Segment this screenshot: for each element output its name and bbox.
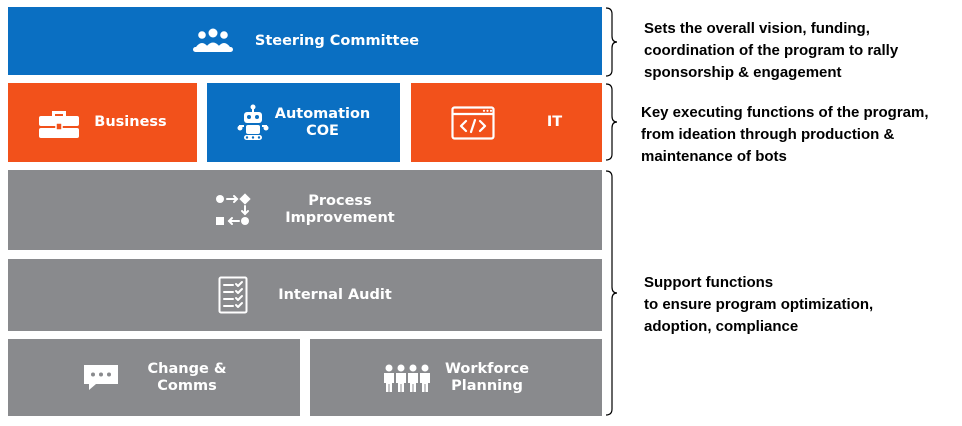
process-improvement-block: Process Improvement xyxy=(8,170,602,250)
workforce-label-line2: Planning xyxy=(451,377,523,394)
bracket-steering xyxy=(605,7,618,77)
steering-committee-label: Steering Committee xyxy=(254,32,420,49)
annotation-executing-line2: from ideation through production & xyxy=(641,126,895,143)
annotation-steering-line1: Sets the overall vision, funding, xyxy=(644,20,870,37)
annotation-support-line1: Support functions xyxy=(644,274,774,291)
briefcase-icon xyxy=(38,107,80,139)
change-label-line2: Comms xyxy=(157,377,217,394)
annotation-executing-line3: maintenance of bots xyxy=(641,148,787,165)
workforce-label-line1: Workforce xyxy=(444,360,530,377)
annotation-executing-line1: Key executing functions of the program, xyxy=(641,104,929,121)
process-label-line2: Improvement xyxy=(285,210,395,226)
annotation-steering: Sets the overall vision, funding, coordi… xyxy=(644,18,898,84)
robot-icon xyxy=(237,104,269,142)
business-block: Business xyxy=(8,83,197,162)
automation-label-line1: Automation xyxy=(274,105,371,122)
bracket-executing xyxy=(605,83,618,161)
automation-label-line2: COE xyxy=(306,122,339,139)
change-label-line1: Change & xyxy=(147,360,227,377)
automation-coe-block: Automation COE xyxy=(207,83,400,162)
process-label-line1: Process xyxy=(308,193,372,209)
annotation-support-line3: adoption, compliance xyxy=(644,318,799,335)
workforce-people-icon xyxy=(383,363,431,393)
annotation-support: Support functions to ensure program opti… xyxy=(644,272,873,338)
people-group-icon xyxy=(191,27,235,55)
annotation-steering-line2: coordination of the program to rally xyxy=(644,42,899,59)
annotation-executing: Key executing functions of the program, … xyxy=(641,102,929,168)
checklist-icon xyxy=(218,276,248,314)
change-comms-block: Change & Comms xyxy=(8,339,300,416)
annotation-support-line2: to ensure program optimization, xyxy=(644,296,874,313)
code-window-icon xyxy=(451,105,495,140)
annotation-steering-line3: sponsorship & engagement xyxy=(644,64,842,81)
it-block: IT xyxy=(411,83,602,162)
bracket-support xyxy=(605,170,618,416)
process-flow-icon xyxy=(215,193,253,227)
internal-audit-label: Internal Audit xyxy=(278,286,392,303)
internal-audit-block: Internal Audit xyxy=(8,259,602,331)
steering-committee-block: Steering Committee xyxy=(8,7,602,75)
workforce-planning-block: Workforce Planning xyxy=(310,339,602,416)
it-label: IT xyxy=(546,114,563,130)
chat-bubble-icon xyxy=(82,363,120,393)
business-label: Business xyxy=(94,114,167,130)
